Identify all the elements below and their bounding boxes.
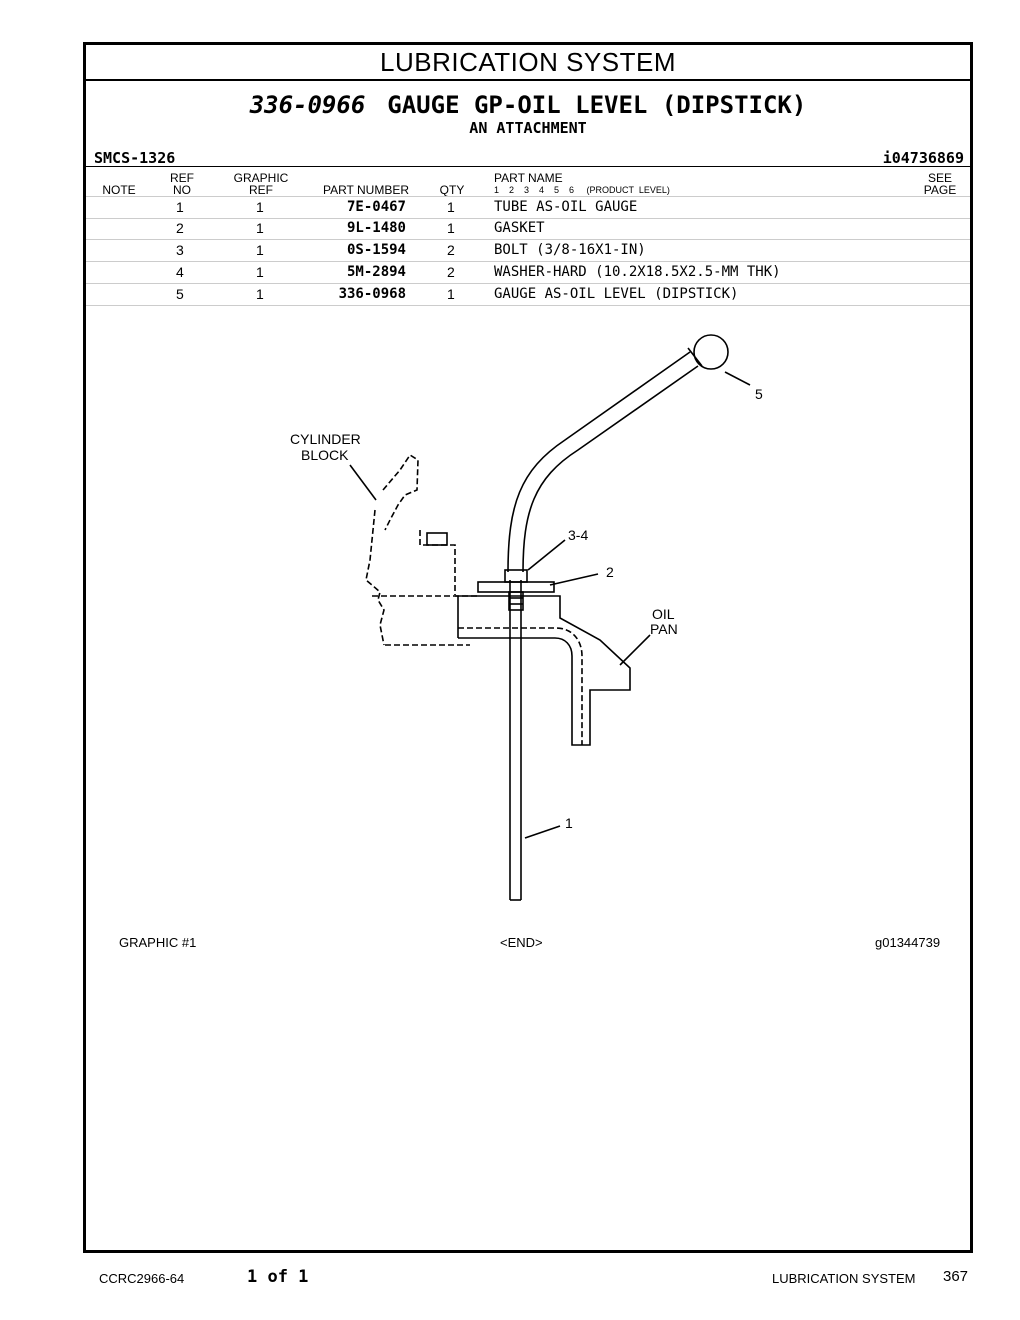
part-name: TUBE AS-OIL GAUGE bbox=[494, 199, 638, 215]
part-number: 9L-1480 bbox=[346, 220, 406, 236]
section-title: LUBRICATION SYSTEM bbox=[86, 45, 970, 81]
col-ref-no-top: REF bbox=[170, 171, 194, 185]
graphic-ref: 1 bbox=[256, 286, 264, 302]
part-number: 7E-0467 bbox=[346, 199, 406, 215]
graphic-end-marker: <END> bbox=[500, 935, 543, 950]
group-part-number: 336-0966 bbox=[249, 91, 366, 119]
col-qty: QTY bbox=[439, 183, 465, 197]
part-name: GASKET bbox=[494, 220, 545, 236]
table-row: 3 1 0S-1594 2 BOLT (3/8-16X1-IN) bbox=[86, 240, 970, 262]
table-row: 1 1 7E-0467 1 TUBE AS-OIL GAUGE bbox=[86, 196, 970, 219]
ref-no: 5 bbox=[176, 286, 184, 302]
qty: 1 bbox=[447, 286, 455, 302]
graphic-ref: 1 bbox=[256, 199, 264, 215]
col-graphic-ref-bottom: REF bbox=[249, 183, 273, 197]
table-row: 4 1 5M-2894 2 WASHER-HARD (10.2X18.5X2.5… bbox=[86, 262, 970, 284]
page-of: 1 of 1 bbox=[247, 1267, 309, 1287]
col-part-number: PART NUMBER bbox=[322, 183, 409, 197]
ref-no: 4 bbox=[176, 264, 184, 280]
col-part-name: PART NAME bbox=[494, 171, 563, 185]
graphic-ref: 1 bbox=[256, 242, 264, 258]
ref-no: 1 bbox=[176, 199, 184, 215]
part-name: BOLT (3/8-16X1-IN) bbox=[494, 242, 646, 258]
qty: 1 bbox=[447, 220, 455, 236]
table-row: 2 1 9L-1480 1 GASKET bbox=[86, 218, 970, 240]
page-number: 367 bbox=[943, 1268, 969, 1285]
part-name: WASHER-HARD (10.2X18.5X2.5-MM THK) bbox=[494, 264, 781, 280]
ref-no: 2 bbox=[176, 220, 184, 236]
graphic-ref: 1 bbox=[256, 220, 264, 236]
col-see-page-bottom: PAGE bbox=[923, 183, 957, 197]
smcs-code: SMCS-1326 bbox=[94, 149, 176, 167]
page-frame: LUBRICATION SYSTEM 336-0966 GAUGE GP-OIL … bbox=[83, 42, 973, 1253]
part-number: 0S-1594 bbox=[346, 242, 406, 258]
graphic-number: GRAPHIC #1 bbox=[119, 935, 197, 950]
table-row: 5 1 336-0968 1 GAUGE AS-OIL LEVEL (DIPST… bbox=[86, 284, 970, 306]
part-name: GAUGE AS-OIL LEVEL (DIPSTICK) bbox=[494, 286, 739, 302]
col-graphic-ref-top: GRAPHIC bbox=[233, 171, 289, 185]
col-see-page-top: SEE bbox=[927, 171, 952, 185]
ref-no: 3 bbox=[176, 242, 184, 258]
qty: 2 bbox=[447, 242, 455, 258]
group-part-name: GAUGE GP-OIL LEVEL (DIPSTICK) bbox=[387, 91, 807, 119]
col-ref-no-bottom: NO bbox=[173, 183, 191, 197]
graphic-ref: 1 bbox=[256, 264, 264, 280]
header-divider bbox=[86, 166, 970, 167]
qty: 1 bbox=[447, 199, 455, 215]
graphic-id: g01344739 bbox=[875, 935, 941, 950]
part-number: 5M-2894 bbox=[346, 264, 406, 280]
qty: 2 bbox=[447, 264, 455, 280]
col-note: NOTE bbox=[102, 183, 136, 197]
col-product-levels: 1 2 3 4 5 6 (PRODUCT LEVEL) bbox=[494, 185, 670, 195]
part-header: 336-0966 GAUGE GP-OIL LEVEL (DIPSTICK) bbox=[86, 91, 970, 119]
part-subtitle: AN ATTACHMENT bbox=[469, 119, 587, 137]
footer-section: LUBRICATION SYSTEM bbox=[772, 1271, 916, 1286]
doc-id: CCRC2966-64 bbox=[99, 1271, 185, 1286]
part-number: 336-0968 bbox=[338, 286, 406, 302]
info-id: i04736869 bbox=[882, 149, 964, 167]
